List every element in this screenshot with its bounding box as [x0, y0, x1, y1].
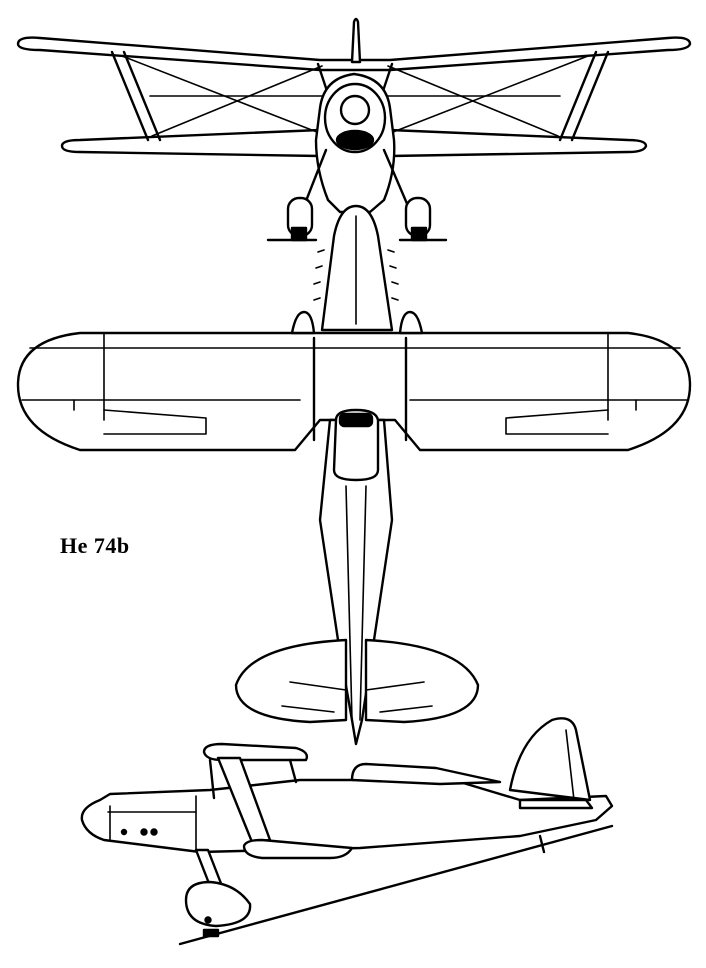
side-exhaust-port: [120, 828, 128, 836]
front-bracing-wire: [387, 55, 589, 135]
front-bracing-wire: [121, 55, 323, 135]
front-strut: [570, 50, 610, 142]
side-wheel-spat: [184, 880, 252, 928]
side-tail-wheel: [538, 834, 546, 854]
side-cabane-strut: [208, 758, 216, 800]
front-bracing-wire: [387, 65, 559, 137]
front-strut: [558, 50, 598, 142]
side-lower-wing: [242, 838, 354, 860]
side-wheel: [202, 928, 220, 938]
front-upper-wing: [16, 36, 692, 72]
top-elevator-tab: [379, 705, 433, 713]
top-aileron-left: [103, 409, 207, 435]
top-wing: [16, 331, 692, 452]
side-ground-line: [178, 824, 614, 946]
side-upper-wing: [202, 742, 309, 762]
top-cockpit: [332, 408, 380, 482]
front-air-intake: [335, 129, 375, 151]
side-gear-leg: [194, 848, 224, 888]
top-fuselage-centerline: [345, 485, 353, 721]
side-exhaust-port: [140, 828, 148, 836]
top-view: [16, 204, 692, 746]
front-propeller-hub: [339, 94, 371, 126]
aircraft-model-label: He 74b: [60, 533, 130, 558]
front-gear-leg: [302, 148, 328, 208]
side-view: [80, 717, 614, 946]
side-canopy: [350, 762, 502, 786]
top-elevator-hinge: [365, 681, 425, 691]
side-rudder-hinge: [565, 729, 575, 801]
side-tail-fin: [508, 717, 592, 802]
side-exhaust-port: [150, 828, 158, 836]
top-tailplane: [364, 638, 480, 724]
front-strut: [122, 50, 162, 142]
front-wheel-right: [410, 226, 428, 242]
side-wheel-hub: [204, 916, 212, 924]
top-fuselage-centerline: [359, 485, 367, 721]
top-aileron-right: [505, 409, 609, 435]
front-wheel-left: [290, 226, 308, 242]
top-tailplane: [234, 638, 348, 724]
front-strut: [110, 50, 150, 142]
side-cabane-strut: [288, 758, 298, 784]
top-wheel-spat-right: [398, 310, 424, 335]
front-view: [16, 17, 692, 242]
front-gear-leg: [382, 148, 410, 208]
top-engine-cowling: [320, 204, 394, 332]
top-elevator-hinge: [289, 681, 347, 691]
front-fin: [350, 17, 362, 64]
side-tailplane: [518, 798, 594, 810]
top-wheel-spat-left: [290, 310, 316, 335]
top-fuselage: [318, 418, 394, 746]
front-bracing-wire: [151, 65, 323, 137]
top-windscreen: [338, 412, 374, 428]
top-elevator-tab: [281, 705, 335, 713]
top-exhaust-stubs: [313, 249, 399, 301]
